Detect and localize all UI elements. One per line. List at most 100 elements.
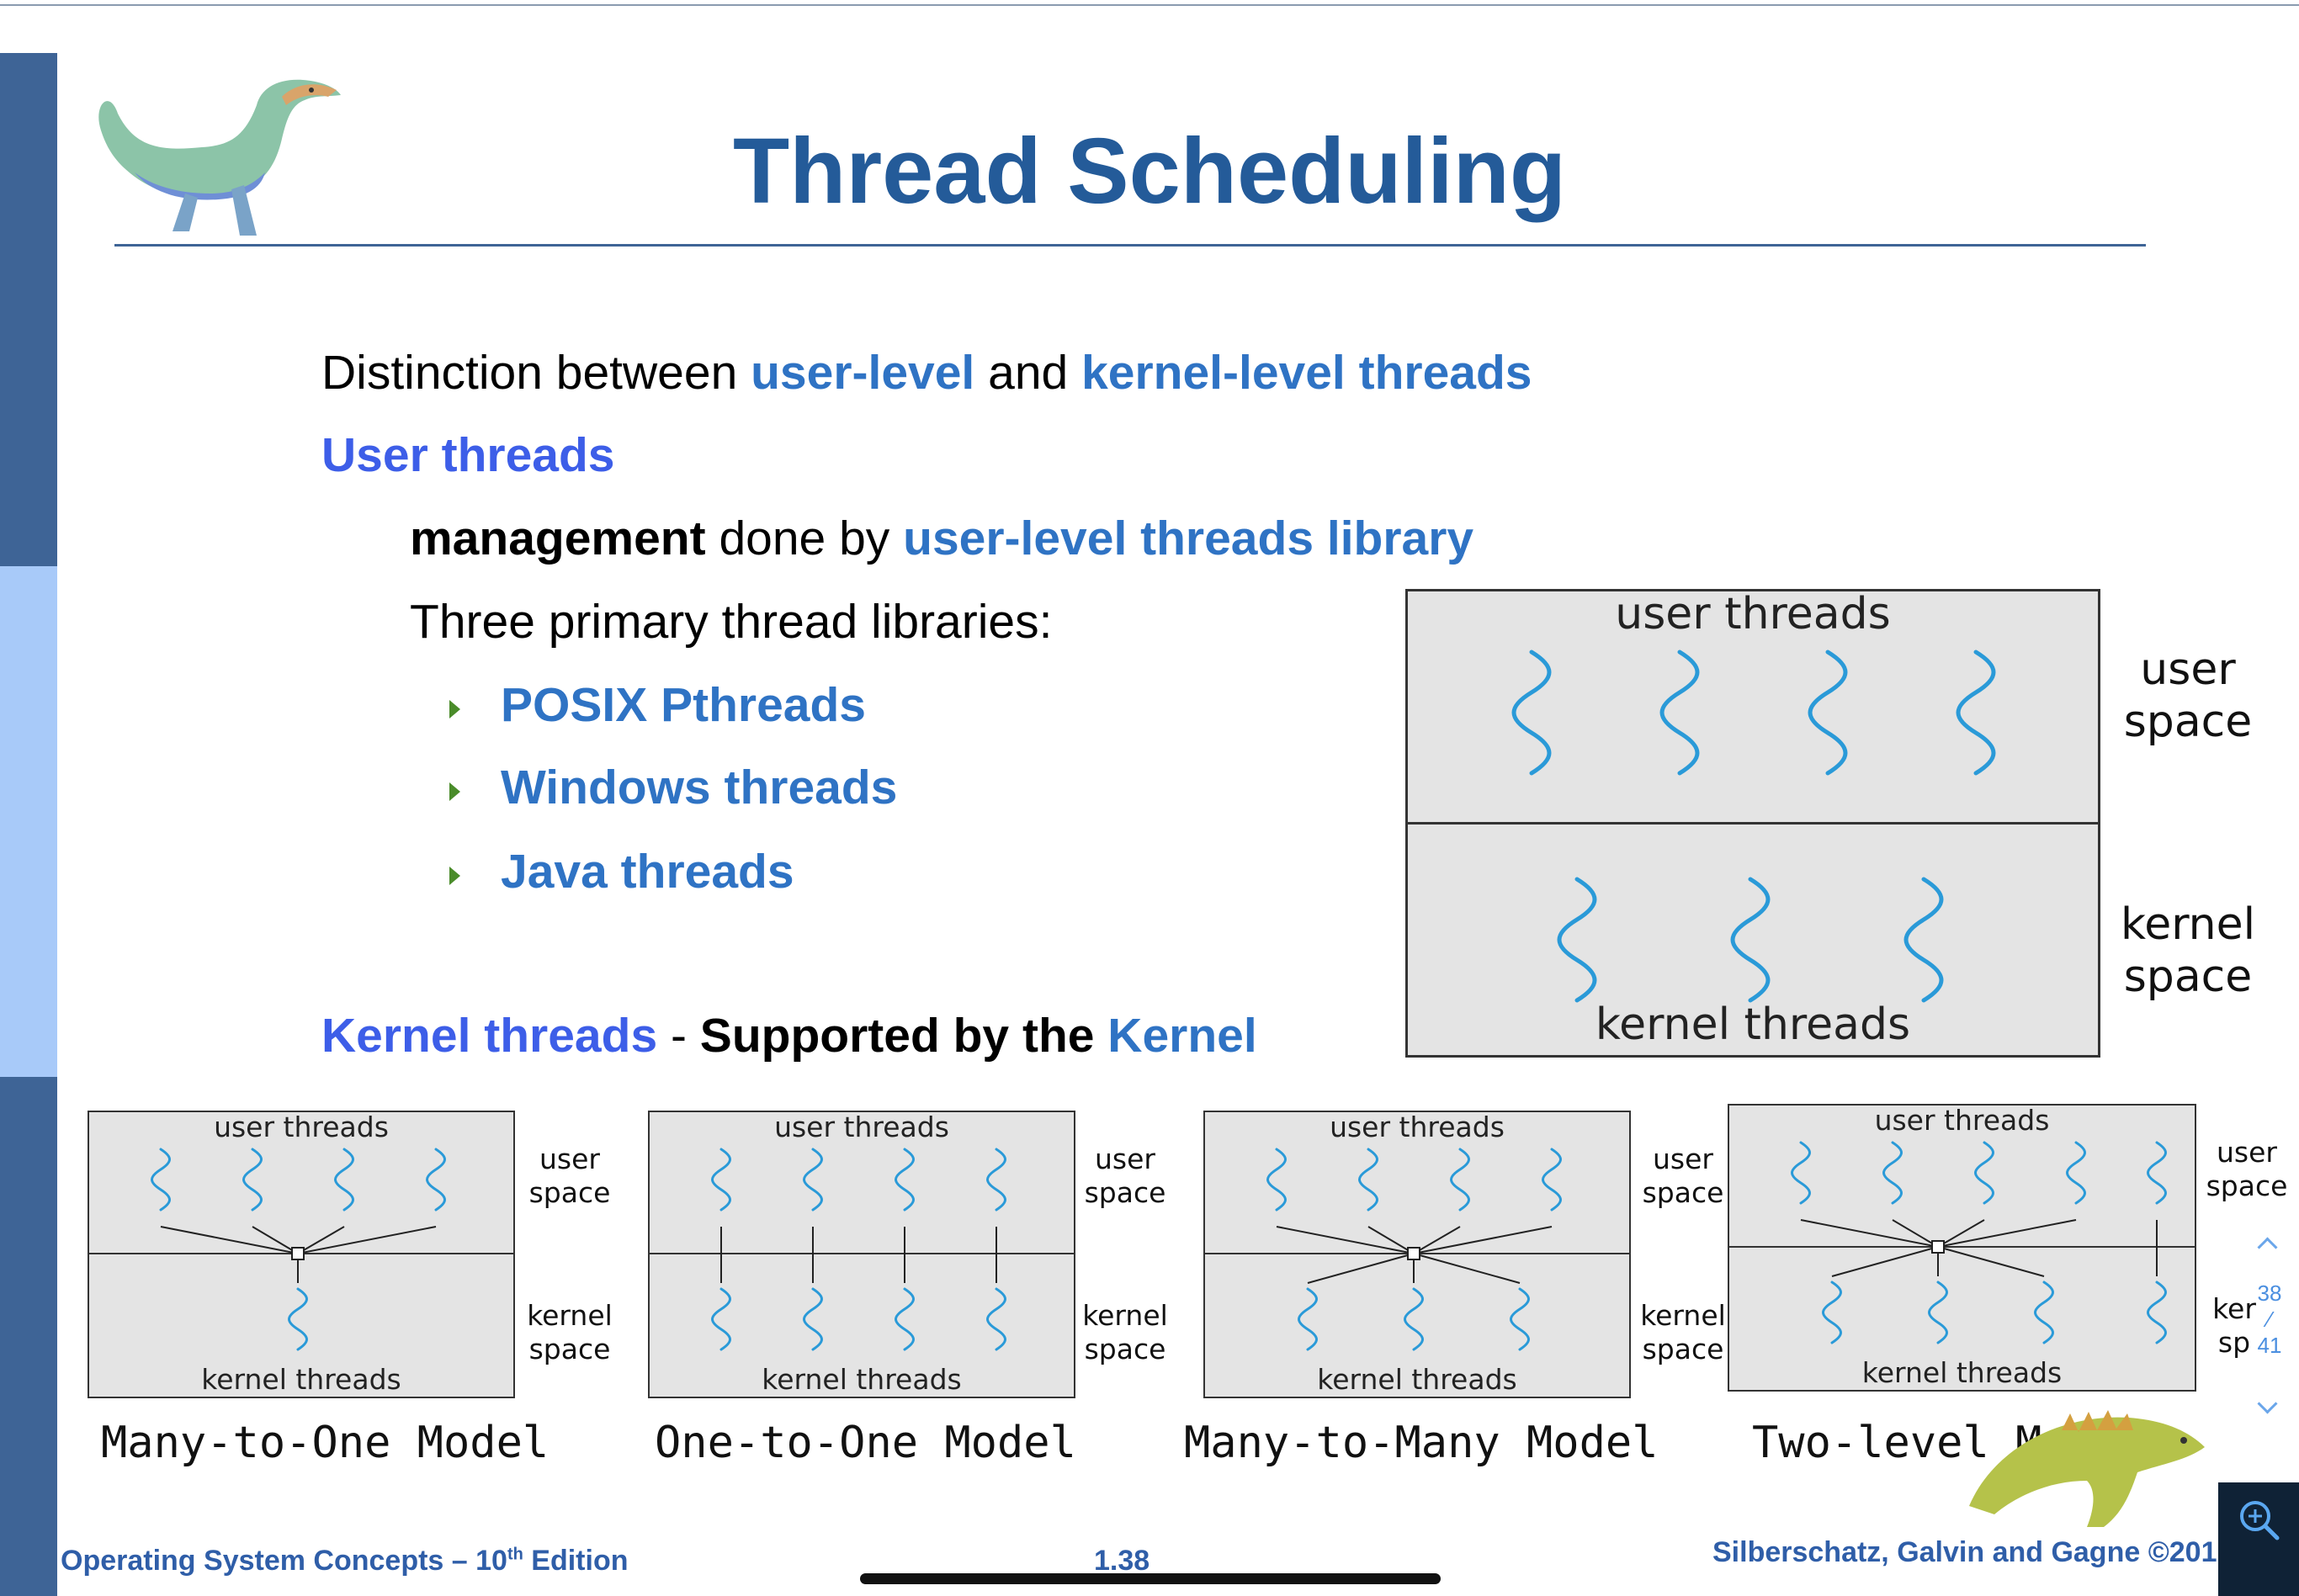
left-rail-lower [0,1077,57,1596]
user-thread-icon [986,1148,1006,1212]
kernel-threads-line: Kernel threads - Supported by the Kernel [321,1008,1257,1063]
management-line: management done by user-level threads li… [410,511,1473,566]
kernel-thread-icon [1730,877,1771,1003]
user-thread-icon [1542,1148,1562,1212]
user-thread-icon [426,1148,446,1212]
label-line: space [2123,697,2253,748]
kernel-threads-label: kernel threads [1317,1363,1517,1396]
bullet-icon [449,782,460,801]
user-thread-icon [711,1148,731,1212]
footer-text: Operating System Concepts – 10 [61,1545,507,1577]
label-line: space [1642,1175,1724,1209]
slide-title: Thread Scheduling [732,119,1567,223]
user-level-term: user-level [751,346,975,400]
kernel-thread-icon [288,1287,308,1351]
user-threads-label: user threads [1874,1104,2050,1137]
two-level-graphic [1728,1141,2196,1344]
user-thread-icon [151,1148,171,1212]
zoom-button[interactable] [2218,1482,2299,1596]
kernel-thread-icon [1928,1281,1948,1344]
user-thread-icon [242,1148,263,1212]
kernel-thread-icon [986,1287,1006,1351]
kernel-term: Kernel [1107,1009,1257,1063]
user-space-label: user space [2112,644,2264,749]
slide-number: 1.38 [1094,1545,1150,1577]
library-item: POSIX Pthreads [501,678,866,732]
label-line: space [1642,1332,1724,1365]
text-segment: Supported by the [699,1009,1108,1063]
kernel-threads-label: kernel threads [762,1363,962,1396]
chevron-up-icon[interactable] [2257,1237,2278,1258]
user-thread-icon [1511,650,1552,776]
dinosaur-icon [98,79,342,236]
total-pages: 41 [2257,1333,2282,1359]
label-line: space [528,1175,611,1209]
kernel-space-label: kernel space [2112,899,2264,1004]
user-threads-label: user threads [774,1111,949,1143]
bullet-icon [449,867,460,885]
model-caption: One-to-One Model [655,1418,1076,1468]
label-line: user [2217,1136,2277,1169]
left-rail-upper [0,53,57,566]
footer-superscript: th [507,1545,523,1564]
home-indicator[interactable] [860,1573,1441,1584]
kernel-thread-icon [2147,1281,2167,1344]
user-thread-icon [1808,650,1848,776]
management-term: management [410,512,706,565]
text-segment: - [657,1009,700,1063]
page-separator: ⁄ [2267,1307,2272,1333]
page-scroller[interactable]: 38 ⁄ 41 [2247,1220,2289,1455]
chevron-down-icon[interactable] [2257,1393,2278,1414]
kernel-thread-icon [2034,1281,2054,1344]
user-thread-icon [803,1148,823,1212]
libraries-intro: Three primary thread libraries: [410,595,1053,649]
label-line: ker [2212,1292,2256,1325]
top-border [0,4,2299,6]
label-line: user [539,1143,600,1175]
user-thread-icon [1791,1141,1811,1205]
kernel-threads-label: kernel threads [1595,999,1911,1050]
many-to-one-graphic [88,1148,515,1351]
label-line: space [1084,1175,1166,1209]
label-line: kernel [527,1299,613,1332]
left-rail-middle [0,566,57,1077]
label-line: space [1084,1332,1166,1365]
user-thread-icon [1358,1148,1378,1212]
many-to-many-graphic [1203,1148,1631,1351]
footer-text: Edition [523,1545,629,1577]
current-page: 38 [2257,1281,2282,1306]
user-thread-icon [2066,1141,2086,1205]
distinction-line: Distinction between user-level and kerne… [321,345,1532,400]
title-divider [114,244,2146,247]
kernel-thread-icon [1298,1287,1318,1351]
text-segment: and [974,346,1082,400]
model-caption: Many-to-Many Model [1184,1418,1659,1468]
thread-waves [1511,650,1996,1003]
bullet-icon [449,700,460,718]
user-threads-heading: User threads [321,428,615,482]
one-to-one-graphic [648,1148,1075,1351]
label-line: kernel [1640,1299,1726,1332]
label-line: sp [2217,1325,2251,1359]
user-thread-icon [1956,650,1996,776]
kernel-thread-icon [895,1287,915,1351]
kernel-thread-icon [711,1287,731,1351]
user-thread-icon [334,1148,354,1212]
library-term: user-level threads library [903,512,1474,565]
kernel-thread-icon [803,1287,823,1351]
user-thread-icon [1450,1148,1470,1212]
kernel-thread-icon [1557,877,1597,1003]
kernel-level-threads-term: kernel-level threads [1081,346,1532,400]
label-line: space [2123,952,2253,1003]
label-line: user [2140,644,2236,695]
kernel-thread-icon [1510,1287,1530,1351]
user-threads-label: user threads [1615,589,1891,639]
user-thread-icon [1659,650,1700,776]
library-item: Java threads [501,845,794,899]
kernel-threads-term: Kernel threads [321,1009,658,1063]
label-line: space [528,1332,611,1365]
